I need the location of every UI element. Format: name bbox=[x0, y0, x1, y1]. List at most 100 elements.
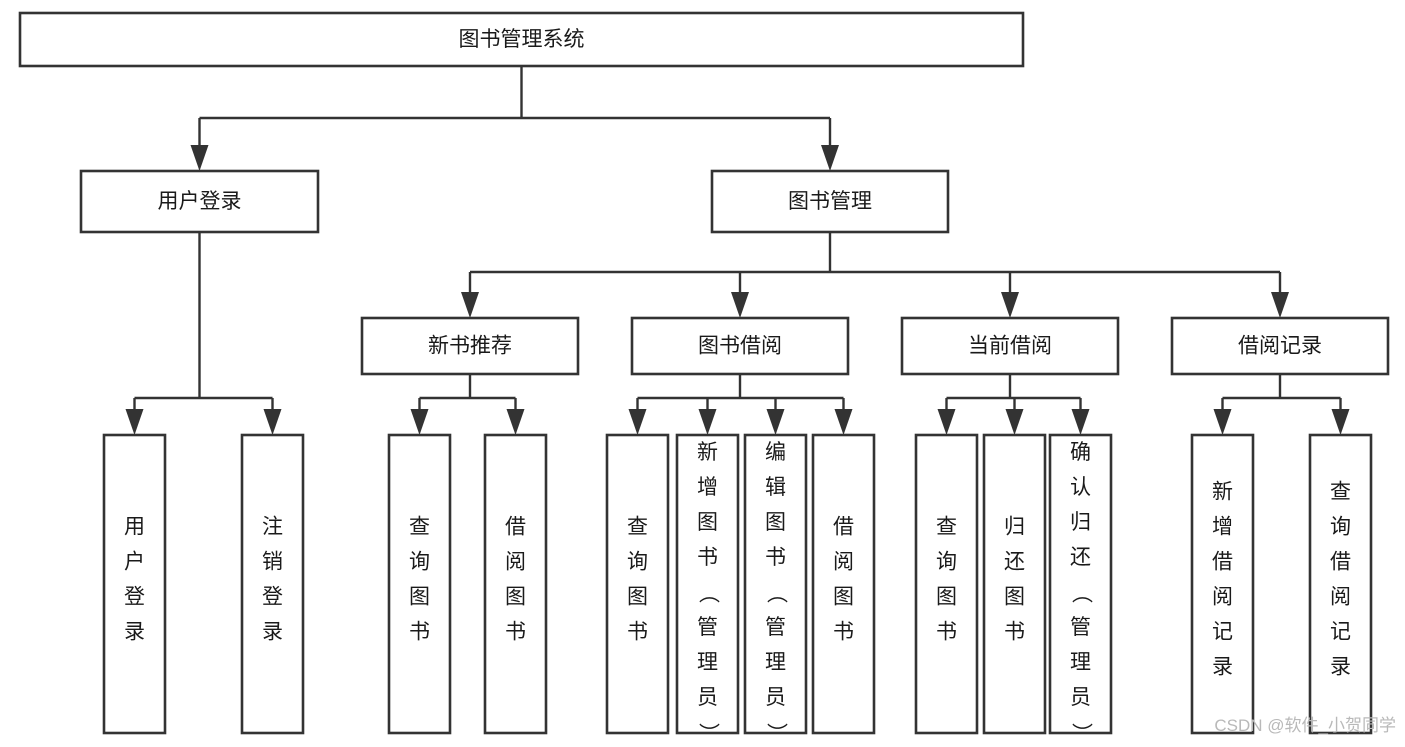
node-label-char: 新 bbox=[697, 441, 718, 464]
node-label-char: 还 bbox=[1004, 551, 1025, 574]
node-label-char: 图 bbox=[697, 511, 718, 534]
node-label-char: 增 bbox=[1212, 516, 1233, 539]
flow-node-l2-1[interactable]: 图书管理 bbox=[710, 169, 950, 234]
node-label-char: 查 bbox=[936, 516, 957, 539]
node-label-char: 辑 bbox=[765, 476, 786, 499]
node-label-char: 书 bbox=[765, 546, 786, 569]
node-rect bbox=[18, 11, 1025, 68]
node-rect bbox=[710, 169, 950, 234]
node-label: 新书推荐 bbox=[428, 335, 512, 358]
flow-node-l3-2[interactable]: 当前借阅 bbox=[900, 316, 1120, 376]
connector-lines bbox=[125, 66, 1350, 435]
arrow-head-icon bbox=[1331, 409, 1350, 435]
node-label-char: 用 bbox=[124, 516, 145, 539]
node-rect bbox=[102, 433, 167, 735]
node-rect bbox=[240, 433, 305, 735]
node-label: 当前借阅 bbox=[968, 335, 1052, 358]
node-label: 图书管理系统 bbox=[459, 28, 585, 51]
node-label-char: 询 bbox=[627, 551, 648, 574]
flow-node-leaf-0[interactable]: 用户登录 bbox=[102, 433, 167, 735]
node-rect bbox=[387, 433, 452, 735]
node-label-char: 户 bbox=[124, 551, 145, 574]
node-rect bbox=[743, 433, 808, 735]
node-label-char: 录 bbox=[124, 621, 145, 644]
node-label-char: 认 bbox=[1070, 476, 1091, 499]
node-rect bbox=[605, 433, 670, 735]
node-boxes: 图书管理系统用户登录图书管理新书推荐图书借阅当前借阅借阅记录用户登录注销登录查询… bbox=[18, 11, 1390, 744]
node-rect bbox=[79, 169, 320, 234]
arrow-head-icon bbox=[410, 409, 429, 435]
csdn-watermark: CSDN @软件_小贺同学 bbox=[1214, 716, 1396, 735]
node-label-char: 借 bbox=[505, 516, 526, 539]
node-rect bbox=[1190, 433, 1255, 735]
node-label-char: 图 bbox=[765, 511, 786, 534]
node-label-char: 阅 bbox=[1212, 586, 1233, 609]
arrow-head-icon bbox=[834, 409, 853, 435]
node-label-char: 员 bbox=[765, 686, 786, 709]
flow-node-l3-0[interactable]: 新书推荐 bbox=[360, 316, 580, 376]
node-label-char: 理 bbox=[1070, 651, 1091, 674]
arrow-head-icon bbox=[766, 409, 785, 435]
arrow-head-icon bbox=[731, 292, 749, 318]
node-label-char: 阅 bbox=[1330, 586, 1351, 609]
flow-node-root-0[interactable]: 图书管理系统 bbox=[18, 11, 1025, 68]
node-rect bbox=[1170, 316, 1390, 376]
arrow-head-icon bbox=[461, 292, 479, 318]
node-label-char: 查 bbox=[409, 516, 430, 539]
node-label-char: 查 bbox=[1330, 481, 1351, 504]
flow-node-l2-0[interactable]: 用户登录 bbox=[79, 169, 320, 234]
node-label-char: （ bbox=[697, 583, 720, 604]
node-label-char: 归 bbox=[1070, 511, 1091, 534]
node-label: 图书管理 bbox=[788, 190, 872, 213]
node-label-char: 登 bbox=[262, 586, 283, 609]
node-label-char: 阅 bbox=[833, 551, 854, 574]
node-label-char: 图 bbox=[936, 586, 957, 609]
node-rect bbox=[1048, 433, 1113, 735]
flow-node-l3-1[interactable]: 图书借阅 bbox=[630, 316, 850, 376]
node-label-char: 还 bbox=[1070, 546, 1091, 569]
node-rect bbox=[982, 433, 1047, 735]
node-label-char: 编 bbox=[765, 441, 786, 464]
node-label-char: 借 bbox=[833, 516, 854, 539]
node-rect bbox=[811, 433, 876, 735]
node-label-char: （ bbox=[1070, 583, 1093, 604]
node-label: 图书借阅 bbox=[698, 335, 782, 358]
node-label-char: 询 bbox=[409, 551, 430, 574]
flow-node-l3-3[interactable]: 借阅记录 bbox=[1170, 316, 1390, 376]
node-label-char: 管 bbox=[765, 616, 786, 639]
arrow-head-icon bbox=[937, 409, 956, 435]
arrow-head-icon bbox=[506, 409, 525, 435]
node-rect bbox=[1308, 433, 1373, 735]
node-label-char: ） bbox=[765, 723, 788, 744]
node-label-char: 书 bbox=[627, 621, 648, 644]
node-label-char: 录 bbox=[1330, 656, 1351, 679]
node-label-char: 询 bbox=[1330, 516, 1351, 539]
node-label-char: 销 bbox=[262, 551, 283, 574]
node-label-char: （ bbox=[765, 583, 788, 604]
node-label-char: 书 bbox=[833, 621, 854, 644]
arrow-head-icon bbox=[263, 409, 282, 435]
node-label-char: 新 bbox=[1212, 481, 1233, 504]
node-label-char: 书 bbox=[505, 621, 526, 644]
node-label: 用户登录 bbox=[158, 190, 242, 213]
node-label-char: 归 bbox=[1004, 516, 1025, 539]
node-label: 借阅记录 bbox=[1238, 335, 1322, 358]
node-label-char: 增 bbox=[697, 476, 718, 499]
node-label-char: 管 bbox=[1070, 616, 1091, 639]
node-label-char: 理 bbox=[765, 651, 786, 674]
node-label-char: 记 bbox=[1330, 621, 1351, 644]
